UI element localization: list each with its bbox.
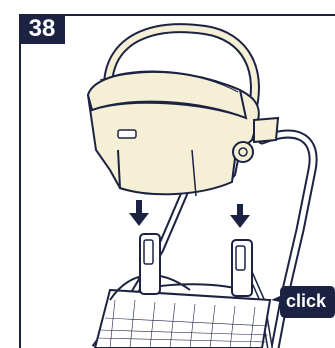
step-number-badge: 38 [19,14,65,44]
infant-car-seat [88,28,278,196]
click-label: click [280,286,332,316]
down-arrow-right [230,204,250,228]
down-arrow-left [129,200,149,226]
click-callout: click [280,286,332,316]
